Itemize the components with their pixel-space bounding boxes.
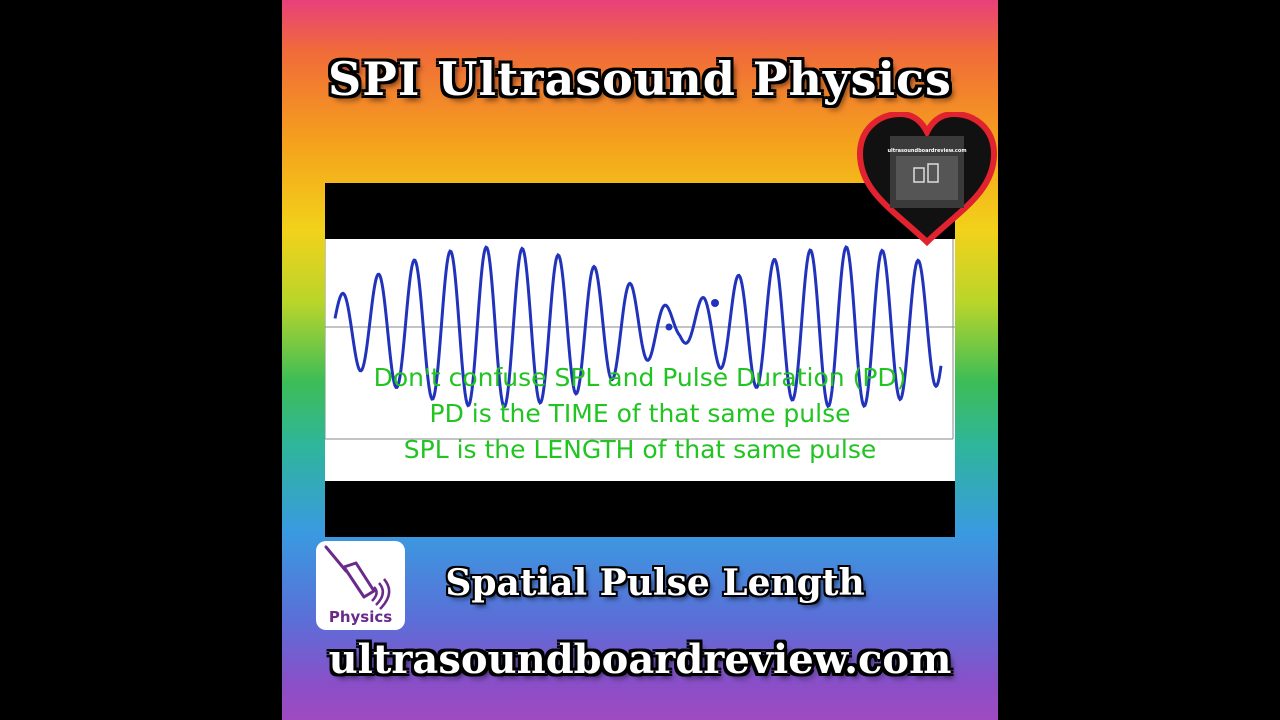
caption-line: Don't confuse SPL and Pulse Duration (PD… <box>373 363 907 392</box>
ultrasound-probe-icon <box>324 545 391 610</box>
wave-marker-dot <box>711 299 719 307</box>
waveform-area: Don't confuse SPL and Pulse Duration (PD… <box>325 239 955 481</box>
pulse-wave <box>333 245 943 409</box>
waveform-graphic <box>325 239 955 440</box>
video-frame: Don't confuse SPL and Pulse Duration (PD… <box>325 183 955 537</box>
caption-line: SPL is the LENGTH of that same pulse <box>403 435 877 464</box>
caption-block: Don't confuse SPL and Pulse Duration (PD… <box>325 360 955 468</box>
caption-line: PD is the TIME of that same pulse <box>429 399 851 428</box>
video-subtitle: Spatial Pulse Length <box>445 562 865 604</box>
heart-icon: ultrasoundboardreview.com <box>856 112 998 247</box>
wave-marker-dot <box>665 323 673 331</box>
physics-logo: Physics <box>316 541 405 630</box>
page-title: SPI Ultrasound Physics <box>328 52 952 106</box>
logo-label: Physics <box>328 608 393 626</box>
badge-text: ultrasoundboardreview.com <box>887 148 966 154</box>
thumbnail-panel: SPI Ultrasound Physics Don't confuse SPL… <box>282 0 998 720</box>
website-url: ultrasoundboardreview.com <box>328 636 952 683</box>
